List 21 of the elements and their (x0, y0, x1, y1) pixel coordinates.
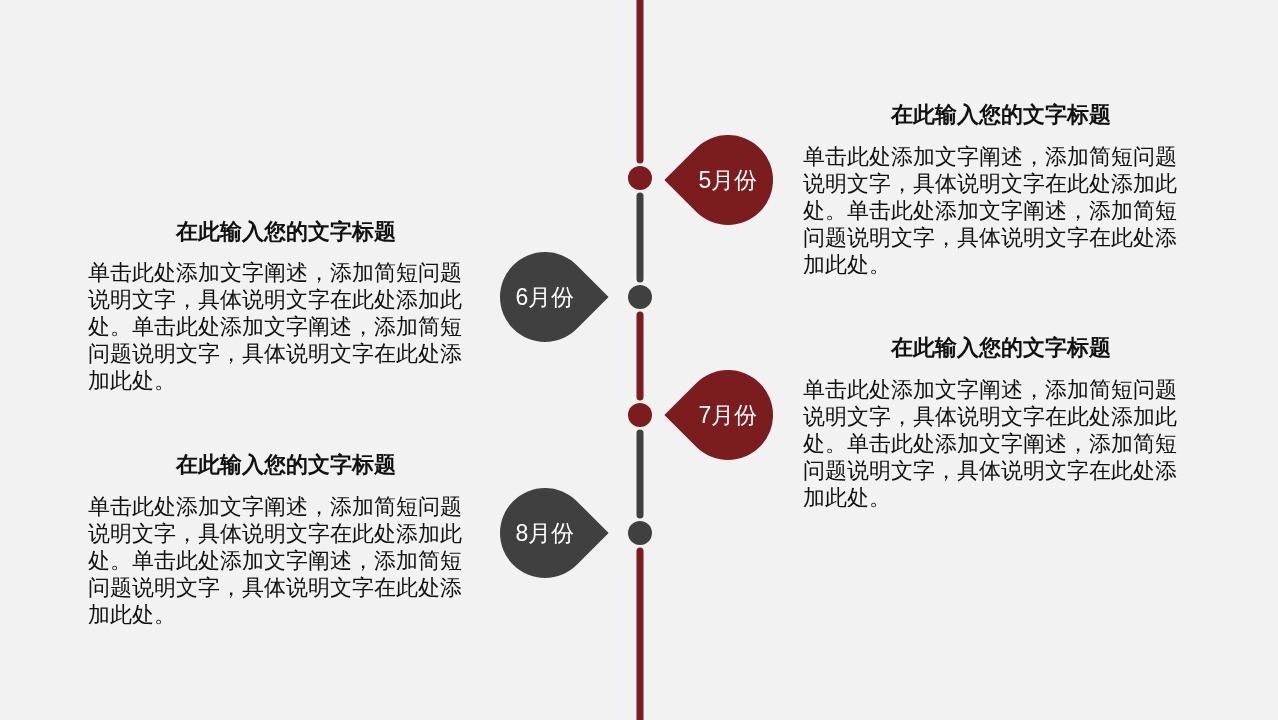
timeline-segment (636, 311, 644, 401)
timeline-segment (636, 547, 644, 720)
description-text: 单击此处添加文字阐述，添加简短问题说明文字，具体说明文字在此处添加此处。单击此处添加文字阐述，添加简短问题说明文字，具体说明文字在此处添加此处。 (88, 493, 463, 628)
description-text: 单击此处添加文字阐述，添加简短问题说明文字，具体说明文字在此处添加此处。单击此处添加文字阐述，添加简短问题说明文字，具体说明文字在此处添加此处。 (88, 259, 463, 394)
block-heading: 在此输入您的文字标题 (174, 451, 397, 479)
month-label: 8月份 (514, 519, 576, 548)
timeline-dot (628, 285, 652, 309)
block-heading: 在此输入您的文字标题 (889, 334, 1112, 362)
timeline-segment (636, 0, 644, 164)
block-heading: 在此输入您的文字标题 (889, 101, 1112, 129)
month-label: 7月份 (697, 401, 759, 430)
description-text: 单击此处添加文字阐述，添加简短问题说明文字，具体说明文字在此处添加此处。单击此处添加文字阐述，添加简短问题说明文字，具体说明文字在此处添加此处。 (803, 376, 1178, 511)
month-label: 6月份 (514, 283, 576, 312)
description-text: 单击此处添加文字阐述，添加简短问题说明文字，具体说明文字在此处添加此处。单击此处添加文字阐述，添加简短问题说明文字，具体说明文字在此处添加此处。 (803, 143, 1178, 278)
timeline-dot (628, 521, 652, 545)
timeline-segment (636, 192, 644, 283)
timeline-dot (628, 403, 652, 427)
month-label: 5月份 (697, 166, 759, 195)
timeline-dot (628, 166, 652, 190)
timeline-segment (636, 429, 644, 519)
block-heading: 在此输入您的文字标题 (174, 218, 397, 246)
